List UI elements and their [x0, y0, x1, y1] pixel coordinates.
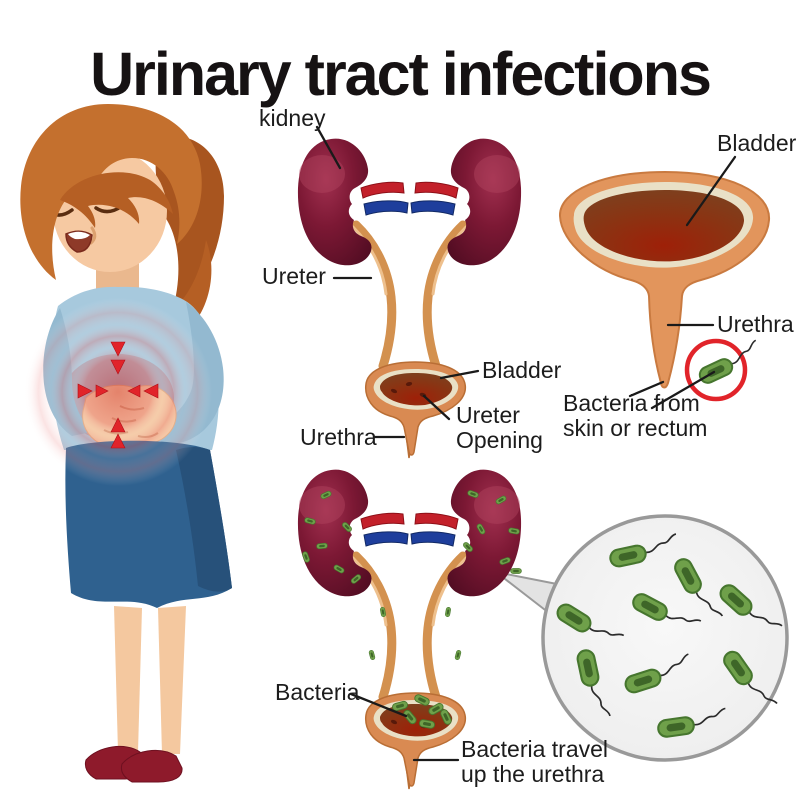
ureter-opening-leader-line	[422, 394, 451, 421]
skirt-shade	[176, 447, 232, 592]
bacteria-magnifier	[495, 514, 789, 762]
bladder-cross-section-diagram	[558, 170, 771, 402]
urethra-label-right: Urethra	[717, 311, 794, 337]
nose	[89, 226, 97, 245]
right-leg	[158, 606, 186, 754]
ureter-label: Ureter	[262, 263, 326, 289]
page-title: Urinary tract infections	[90, 39, 712, 108]
bacteria-source-leader-line-b	[650, 370, 716, 410]
bacteria-source-label: Bacteria from skin or rectum	[563, 390, 708, 442]
teeth	[68, 231, 90, 240]
bladder2-leader-line	[685, 155, 737, 227]
bacteria-label: Bacteria	[275, 679, 360, 705]
bladder-label-upper: Bladder	[482, 357, 562, 383]
bladder-interior	[583, 190, 745, 262]
bladder1-leader-line	[439, 369, 480, 380]
left-leg	[114, 606, 142, 752]
pain-aura-glow	[6, 280, 230, 504]
bacteria-source-leader-line-a	[628, 380, 665, 398]
woman-figure	[6, 104, 232, 783]
bacteria-travel-label: Bacteria travel up the urethra	[461, 736, 609, 788]
bacteria-leader-line	[349, 692, 408, 718]
leader-lines	[315, 125, 737, 762]
kidney-label: kidney	[259, 105, 326, 131]
bladder-label-right: Bladder	[717, 130, 797, 156]
hair-fringe	[60, 172, 173, 228]
ureter-opening-label: Ureter Opening	[456, 402, 543, 454]
hair	[20, 104, 202, 280]
magnifier-circle	[541, 514, 789, 762]
right-shoe	[120, 749, 183, 783]
kidney-leader-line	[315, 125, 342, 170]
urethra-label-upper: Urethra	[300, 424, 377, 450]
pain-arrows	[77, 341, 159, 449]
